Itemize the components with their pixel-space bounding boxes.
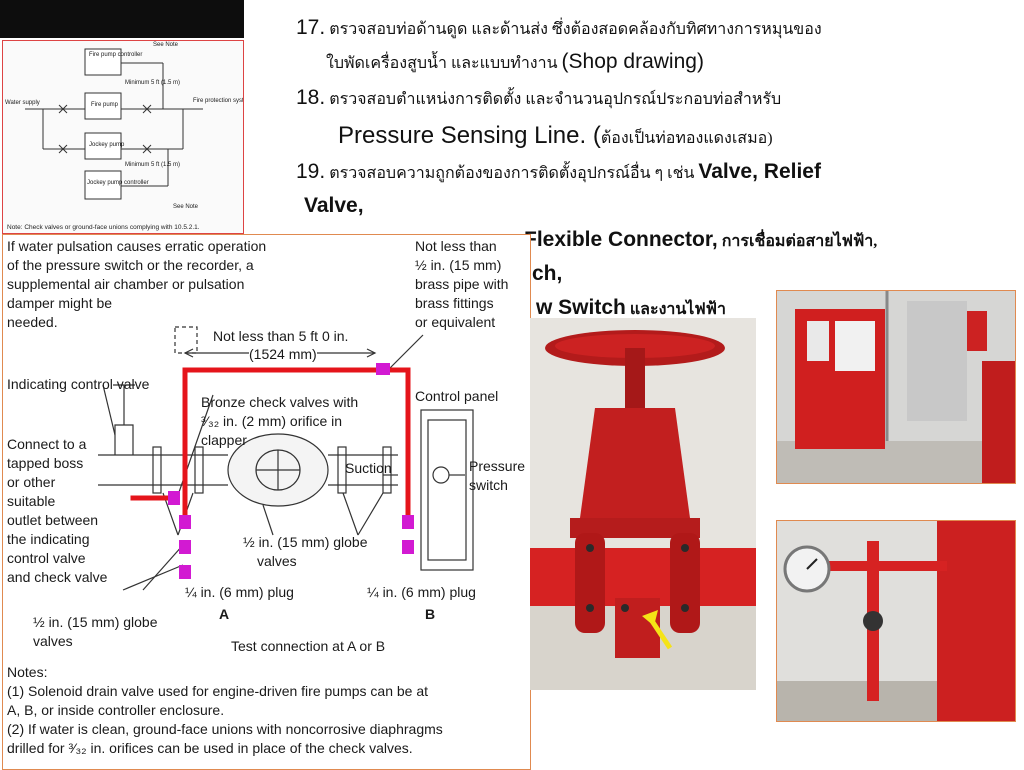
brass-note-line4: brass fittings [415,295,494,311]
suction-label: Suction [345,460,392,476]
pressure-sensing-line-figure: If water pulsation causes erratic operat… [2,234,531,770]
brass-note-line1: Not less than [415,238,497,254]
plug-a-label: ¼ in. (6 mm) plug [185,584,294,600]
schematic-drawing [25,48,203,200]
item-17-line2: ใบพัดเครื่องสูบน้ำ และแบบทำงาน (Shop dra… [326,50,704,73]
pulsation-note-line3: supplemental air chamber or pulsation [7,276,245,292]
pulsation-note-line2: of the pressure switch or the recorder, … [7,257,254,273]
brass-note-line3: brass pipe with [415,276,509,292]
pulsation-note-line5: needed. [7,314,58,330]
small-figure-note: Note: Check valves or ground-face unions… [7,224,200,231]
distance-label-line1: Not less than 5 ft 0 in. [213,328,349,344]
connect-note-line2: tapped boss [7,455,84,471]
gate-valve-photo [530,318,756,690]
connect-note-line3: or other [7,474,56,490]
item-18-line2: Pressure Sensing Line. (ต้องเป็นท่อทองแด… [338,122,773,149]
item-21-line: ch, [532,262,563,285]
note-2-line2: drilled for ³⁄₃₂ in. orifices can be use… [7,740,413,756]
minimum-5ft-top: Minimum 5 ft (1.5 m) [125,80,181,86]
connect-note-line1: Connect to a [7,436,87,452]
pressure-gauge-photo [776,520,1016,722]
connect-note-line5: outlet between [7,512,99,528]
item-18-line1: 18. ตรวจสอบตำแหน่งการติดตั้ง และจำนวนอุป… [296,86,782,109]
indicating-valve-label: Indicating control valve [7,376,150,392]
globe-left-line1: ½ in. (15 mm) globe [33,614,158,630]
fire-pump-controller-label: Fire pump controller [89,52,143,58]
jockey-pump-label: Jockey pump [89,142,125,148]
see-note-top: See Note [153,42,179,48]
item-17-line1: 17. ตรวจสอบท่อด้านดูด และด้านส่ง ซึ่งต้อ… [296,16,822,39]
pressure-switch-line2: switch [469,477,508,493]
item-20-line: Flexible Connector, การเชื่อมต่อสายไฟฟ้า… [524,228,878,251]
label-a: A [219,606,230,622]
pulsation-note-line1: If water pulsation causes erratic operat… [7,238,267,254]
connect-note-line8: and check valve [7,569,108,585]
pressure-gauge-illustration [777,521,1015,721]
water-supply-label: Water supply [5,100,40,106]
see-note-bottom: See Note [173,204,199,210]
jockey-pump-controller-label: Jockey pump controller [87,180,149,186]
connect-note-line6: the indicating [7,531,90,547]
label-b: B [425,606,436,622]
controller-panel-illustration [777,291,1015,483]
item-22-line: w Switch และงานไฟฟ้า [536,296,726,319]
note-2-line1: (2) If water is clean, ground-face union… [7,721,443,737]
test-connection-label: Test connection at A or B [231,638,386,654]
globe-left-line2: valves [33,633,73,649]
fire-protection-label: Fire protection system [193,98,243,104]
schematic-small-figure: See Note Fire pump controller Minimum 5 … [2,40,244,234]
connect-note-line4: suitable [7,493,56,509]
fire-pump-label: Fire pump [91,102,119,108]
pressure-switch-line1: Pressure [469,458,526,474]
header-black-bar [0,0,244,38]
bronze-check-line3: clapper [201,432,247,448]
plug-b-label: ¼ in. (6 mm) plug [367,584,476,600]
connect-note-line7: control valve [7,550,86,566]
distance-label-line2: (1524 mm) [249,345,317,364]
bronze-check-line1: Bronze check valves with [201,394,359,410]
brass-note-line2: ½ in. (15 mm) [415,257,502,273]
brass-note-line5: or equivalent [415,314,496,330]
pulsation-note-line4: damper might be [7,295,113,311]
fire-pump-controller-photo [776,290,1016,484]
minimum-5ft-bottom: Minimum 5 ft (1.5 m) [125,162,181,168]
item-19-line1: 19. ตรวจสอบความถูกต้องของการติดตั้งอุปกร… [296,160,821,183]
notes-title: Notes: [7,664,48,680]
bronze-check-line2: ³⁄₃₂ in. (2 mm) orifice in [201,413,343,429]
control-panel-label: Control panel [415,388,499,404]
pressure-sensing-diagram [98,326,474,591]
note-1-line1: (1) Solenoid drain valve used for engine… [7,683,429,699]
globe-right-line2: valves [257,553,297,569]
gate-valve-illustration [530,318,756,690]
note-1-line2: A, B, or inside controller enclosure. [7,702,225,718]
item-19-line2: Valve, [304,194,364,217]
globe-right-line1: ½ in. (15 mm) globe [243,534,368,550]
